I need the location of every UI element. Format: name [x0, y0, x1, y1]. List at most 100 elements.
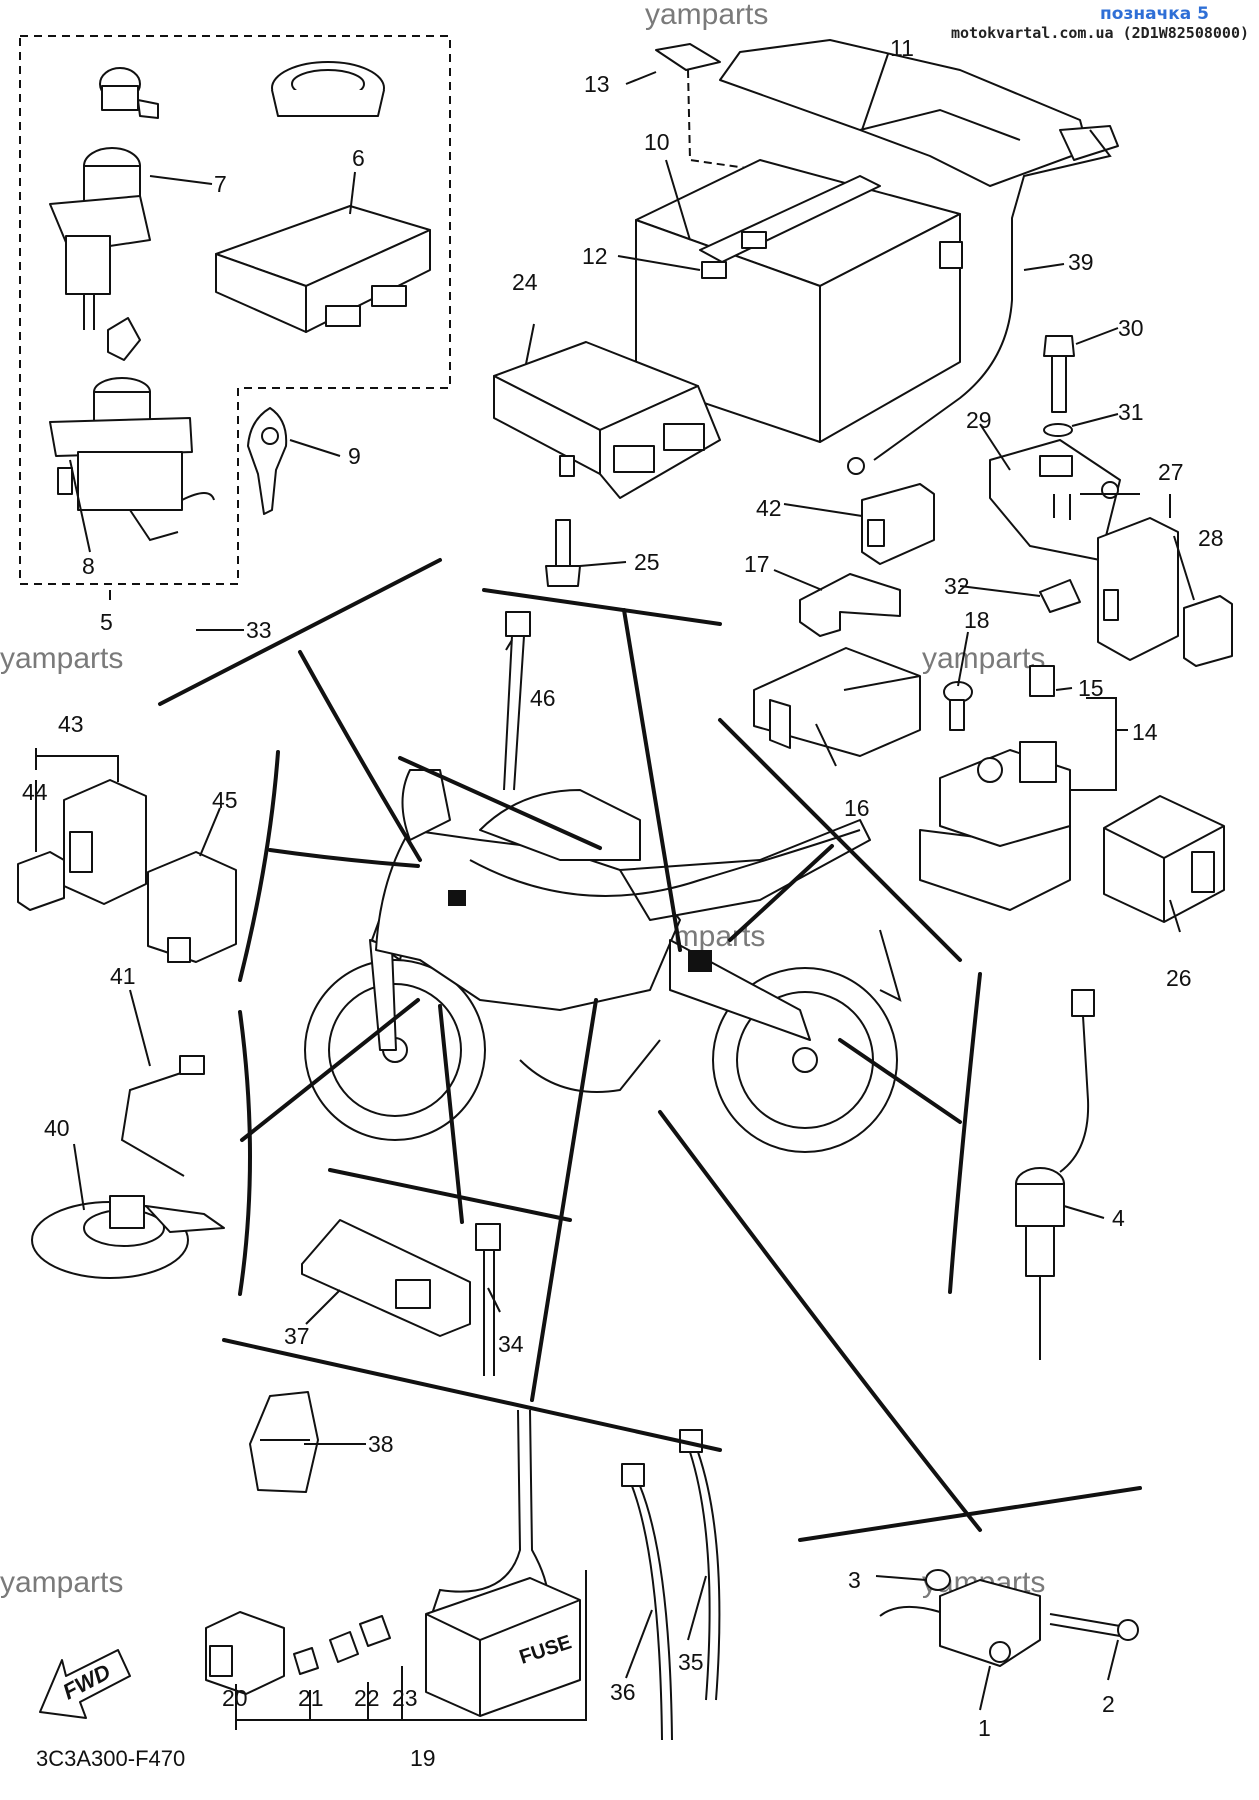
part-46-tie [503, 611, 531, 791]
callout-43: 43 [58, 711, 84, 737]
part-39-cable [847, 129, 1112, 475]
callout-20: 20 [222, 1685, 248, 1711]
callout-40: 40 [44, 1115, 70, 1141]
callout-37: 37 [284, 1323, 310, 1349]
part-6-ecu [215, 205, 431, 333]
callout-28: 28 [1198, 525, 1224, 551]
callout-21: 21 [298, 1685, 324, 1711]
part-28-cap [1183, 595, 1233, 667]
callout-38: 38 [368, 1431, 394, 1457]
part-41-wire [120, 1055, 205, 1177]
callout-45: 45 [212, 787, 238, 813]
watermark: yamparts [645, 0, 768, 31]
leader-lines [35, 53, 1195, 1730]
callout-25: 25 [634, 549, 660, 575]
callout-9: 9 [348, 443, 361, 469]
part-17-cushion [799, 573, 901, 637]
callout-11: 11 [890, 35, 914, 61]
callout-7: 7 [214, 171, 227, 197]
ignition-lock-set [49, 67, 215, 542]
callout-18: 18 [964, 607, 990, 633]
callout-5: 5 [100, 609, 113, 635]
watermark: yamparts [0, 642, 123, 675]
part-40-horn [31, 1195, 225, 1279]
watermark: yamparts [922, 642, 1045, 675]
callout-2: 2 [1102, 1691, 1115, 1717]
part-1-sensor [879, 1579, 1041, 1667]
part-42-connector [861, 483, 935, 565]
part-32-clip [1039, 579, 1081, 613]
part-20-relay [205, 1611, 285, 1695]
callout-23: 23 [392, 1685, 418, 1711]
part-44-cap [17, 851, 65, 911]
callout-1: 1 [978, 1715, 991, 1741]
callout-41: 41 [110, 963, 136, 989]
part-4-sensor [1015, 989, 1095, 1360]
callout-34: 34 [498, 1331, 524, 1357]
callout-32: 32 [944, 573, 970, 599]
part-43-relay [63, 779, 147, 905]
callout-12: 12 [582, 243, 608, 269]
part-11-battery-holder [719, 39, 1119, 187]
callout-26: 26 [1166, 965, 1192, 991]
part-25-bolt [545, 519, 581, 587]
part-21-fuse [293, 1647, 319, 1675]
header-label: позначка 5 [1100, 4, 1209, 24]
callout-46: 46 [530, 685, 556, 711]
diagram-code: 3C3A300-F470 [36, 1746, 185, 1771]
callout-10: 10 [644, 129, 670, 155]
part-23-fuse [359, 1615, 391, 1647]
fwd-arrow-icon: FWD [39, 1649, 131, 1719]
callout-44: 44 [22, 779, 48, 805]
part-24-module [493, 341, 721, 499]
part-15-fuse [1029, 665, 1055, 697]
callout-19: 19 [410, 1745, 436, 1771]
callout-8: 8 [82, 553, 95, 579]
part-30-bolt [1043, 335, 1075, 413]
part-2-bolt [1049, 1613, 1139, 1641]
callout-29: 29 [966, 407, 992, 433]
callout-33: 33 [246, 617, 272, 643]
part-37-pad [301, 1219, 471, 1337]
part-16-cover [753, 647, 921, 757]
callout-6: 6 [352, 145, 365, 171]
callout-14: 14 [1132, 719, 1158, 745]
part-22-fuse [329, 1631, 359, 1663]
callout-42: 42 [756, 495, 782, 521]
callout-35: 35 [678, 1649, 704, 1675]
callout-31: 31 [1118, 399, 1144, 425]
part-45-relay [147, 851, 237, 963]
callout-36: 36 [610, 1679, 636, 1705]
callout-3: 3 [848, 1567, 861, 1593]
callout-13: 13 [584, 71, 610, 97]
part-3-grommet [925, 1569, 951, 1591]
callout-30: 30 [1118, 315, 1144, 341]
callout-15: 15 [1078, 675, 1104, 701]
leader-dashed [687, 69, 761, 171]
part-14-starter-relay [919, 741, 1071, 911]
callout-16: 16 [844, 795, 870, 821]
callout-39: 39 [1068, 249, 1094, 275]
part-38-clip [249, 1391, 319, 1493]
part-31-washer [1043, 423, 1073, 437]
part-27-relay [1097, 517, 1179, 661]
part-13-pad [655, 43, 721, 71]
callout-numbers: 1 2 3 4 5 6 7 8 9 10 11 12 13 14 15 16 1… [22, 35, 1224, 1771]
group-5-dashed-box [19, 35, 451, 585]
callout-27: 27 [1158, 459, 1184, 485]
part-36-tie [621, 1463, 673, 1741]
callout-4: 4 [1112, 1205, 1125, 1231]
callout-22: 22 [354, 1685, 380, 1711]
part-9-key [247, 407, 288, 515]
group-lines [158, 558, 1142, 1542]
part-18-bolt [943, 681, 973, 731]
callout-17: 17 [744, 551, 770, 577]
motorcycle [304, 769, 902, 1153]
watermark: yamparts [0, 1566, 123, 1599]
part-34-tie [475, 1223, 501, 1376]
part-19-fuse-box: FUSE [425, 1409, 581, 1717]
callout-24: 24 [512, 269, 538, 295]
fuel-cap [271, 61, 385, 117]
part-26-relay [1103, 795, 1225, 923]
